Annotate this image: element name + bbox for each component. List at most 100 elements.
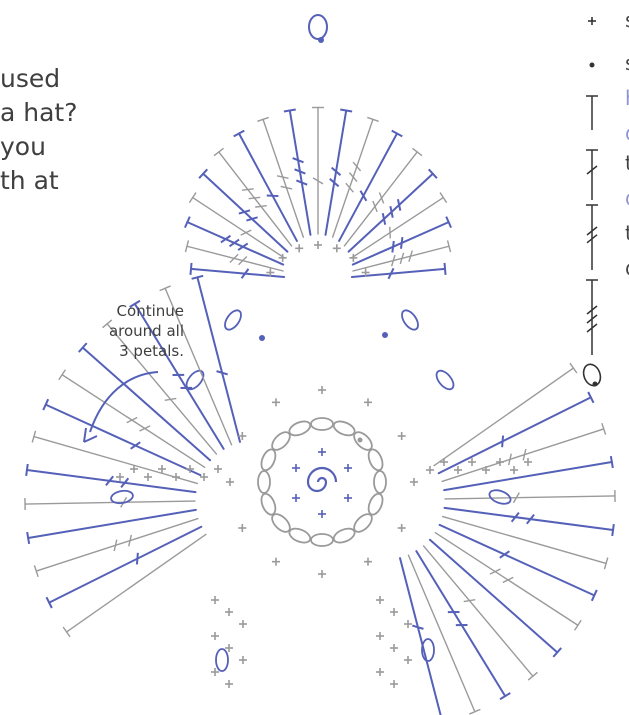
stitch-symbol-crossbar [63, 627, 70, 637]
legend-label-initial: t [625, 221, 629, 245]
stitch-symbol-crossbar [500, 693, 510, 699]
stitch-symbol-slash [249, 197, 261, 198]
stitch-symbol-slash [383, 213, 385, 224]
stitch-symbol [400, 558, 443, 715]
callout-line: around all [94, 321, 184, 341]
center-rounds [226, 386, 418, 578]
continue-callout: Continue around all 3 petals. [94, 301, 184, 361]
stitch-symbol-crossbar [27, 532, 29, 544]
side-text-line: a hat? [0, 96, 80, 130]
stitch-symbol-crossbar [612, 524, 614, 536]
slip-stitch-dot [259, 335, 265, 341]
stitch-symbol [443, 517, 606, 564]
stitch-symbol-crossbar [570, 363, 577, 373]
continue-arrow [90, 372, 158, 432]
stitch-symbol [290, 111, 311, 235]
stitch-symbol-slash [392, 241, 393, 253]
stitch-symbol [445, 496, 615, 499]
stitch-symbol [430, 540, 557, 653]
stitch-symbol-crossbar [189, 193, 196, 203]
legend-label-initial: h [625, 86, 629, 110]
stitch-symbol-crossbar [611, 456, 613, 468]
stitch-symbol-crossbar [26, 464, 28, 476]
chain-loop [311, 534, 333, 546]
chain-loop [258, 471, 270, 493]
chain-loop [287, 419, 312, 439]
stitch-symbol [440, 525, 595, 595]
stitch-symbol [239, 133, 297, 240]
side-text-line: used [0, 62, 80, 96]
side-text-line: you [0, 130, 80, 164]
top-petal [183, 15, 456, 392]
stitch-symbol-crossbar [528, 672, 537, 680]
stitch-symbol-crossbar [284, 110, 296, 112]
stitch-symbol-slash [349, 173, 357, 182]
stitch-symbol-slash [398, 199, 400, 210]
chain-loop [287, 526, 312, 546]
stitch-symbol [444, 508, 613, 530]
stitch-symbol-slash [373, 201, 377, 212]
magic-ring-dot [318, 37, 324, 43]
chain-loop [222, 308, 244, 333]
side-text-block: used a hat? you th at [0, 62, 80, 198]
stitch-symbol-crossbar [214, 148, 223, 155]
chain-loop [366, 447, 386, 472]
legend-label-initial: d [625, 256, 629, 280]
side-text-line: th at [0, 164, 80, 198]
stitch-symbol-slash [390, 206, 392, 217]
chain-loop [433, 368, 456, 393]
chain-loop [374, 471, 386, 493]
callout-line: 3 petals. [94, 341, 184, 361]
stitch-symbol-crossbar [190, 263, 191, 275]
stitch-symbol-slash [346, 183, 354, 192]
chain-loop [366, 492, 386, 517]
right-petal [376, 363, 615, 715]
stitch-symbol-crossbar [59, 370, 66, 380]
stitch-symbol-slash [255, 206, 267, 207]
legend-slip-stitch-symbol [590, 63, 595, 68]
chain-loop [311, 418, 333, 430]
chain-loop [332, 419, 357, 439]
stitch-symbol-crossbar [440, 193, 447, 203]
stitch-symbol-slash [353, 162, 361, 171]
callout-line: Continue [94, 301, 184, 321]
stitch-symbol [424, 546, 533, 676]
chain-loop [399, 308, 421, 333]
legend-magic-ring-symbol [581, 362, 604, 388]
stitch-symbol-slash [267, 196, 279, 197]
stitch-symbol-crossbar [575, 620, 582, 630]
chain-loop [488, 488, 513, 507]
stitch-symbol-slash [464, 600, 476, 602]
stitch-symbol-crossbar [340, 110, 352, 112]
stitch-symbol [28, 510, 196, 538]
stitch-symbol-slash [165, 398, 177, 400]
stitch-symbol [333, 119, 373, 237]
stitch-symbol [339, 133, 397, 240]
legend-label-initial: s [625, 51, 629, 75]
stitch-symbol [83, 348, 210, 461]
stitch-symbol [442, 429, 604, 482]
magic-ring-symbol [309, 15, 327, 39]
stitch-symbol [27, 470, 196, 492]
legend-label-initial: d [625, 186, 629, 210]
chain-loop [332, 526, 357, 546]
stitch-symbol [46, 405, 201, 475]
stitch-symbol [326, 111, 347, 235]
chain-loop [259, 447, 279, 472]
stitch-symbol-slash [137, 553, 138, 565]
stitch-symbol-slash [401, 237, 402, 249]
stitch-symbol [36, 519, 198, 572]
legend-label-initial: d [625, 121, 629, 145]
legend-label-initial: s [625, 8, 629, 32]
slip-stitch-dot [358, 438, 363, 443]
stitch-symbol [408, 555, 474, 711]
magic-ring-spiral [308, 468, 336, 491]
slip-stitch-dot [382, 332, 388, 338]
legend-label-initial: t [625, 151, 629, 175]
stitch-legend: sshdtdtd [581, 8, 629, 388]
stitch-symbol [263, 119, 303, 237]
stitch-symbol-crossbar [444, 263, 445, 275]
chain-loop [259, 492, 279, 517]
chain-loop [216, 649, 228, 671]
stitch-symbol-slash [502, 436, 503, 448]
